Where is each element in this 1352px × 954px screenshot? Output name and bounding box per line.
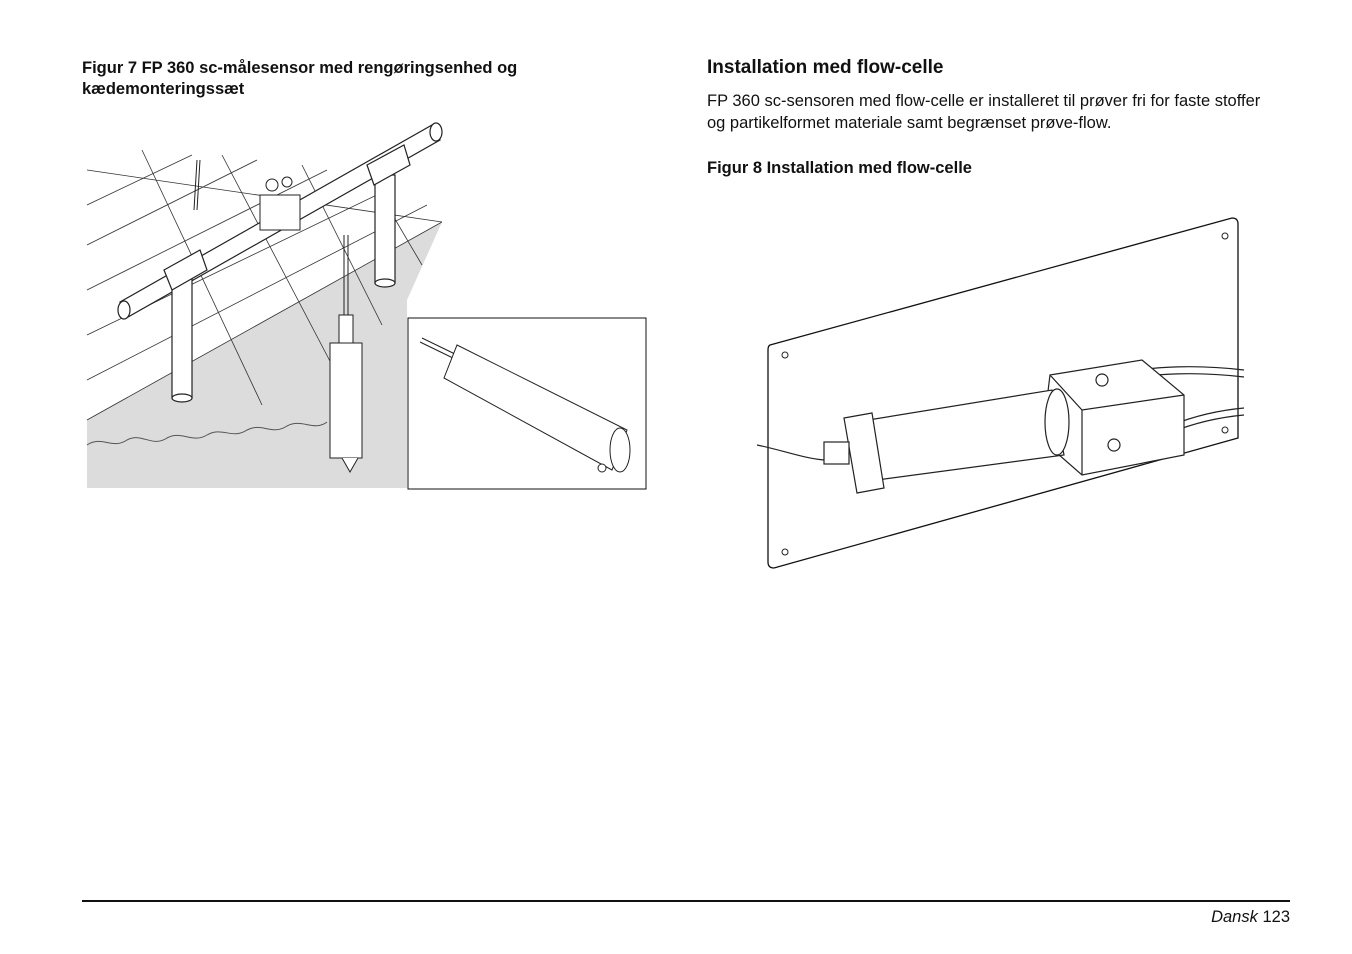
footer-rule: [82, 900, 1290, 902]
water-line: [86, 421, 328, 446]
inset-sensor: [419, 337, 631, 473]
mounting-plate: [767, 217, 1239, 569]
flow-cell: [1041, 359, 1185, 476]
pipe-clamp: [259, 176, 301, 231]
figure-8-illustration: [756, 217, 1245, 569]
section-body-text: FP 360 sc-sensoren med flow-celle er ins…: [707, 92, 1261, 132]
page-number: 123: [1262, 908, 1290, 926]
support-posts: [163, 144, 411, 403]
mounting-chain: [193, 159, 349, 315]
submerged-sensor: [329, 314, 363, 474]
plate-screws: [781, 232, 1229, 556]
figure-8-caption: Figur 8 Installation med flow-celle: [707, 159, 972, 177]
sensor-cable: [756, 444, 825, 461]
footer-language: Dansk: [1211, 908, 1258, 926]
figure-7-caption: Figur 7 FP 360 sc-målesensor med rengøri…: [82, 59, 518, 98]
page-footer: Dansk 123: [1211, 908, 1290, 927]
figure-7-illustration: [86, 122, 647, 490]
section-heading: Installation med flow-celle: [707, 57, 944, 78]
sensor-tube: [823, 388, 1070, 494]
